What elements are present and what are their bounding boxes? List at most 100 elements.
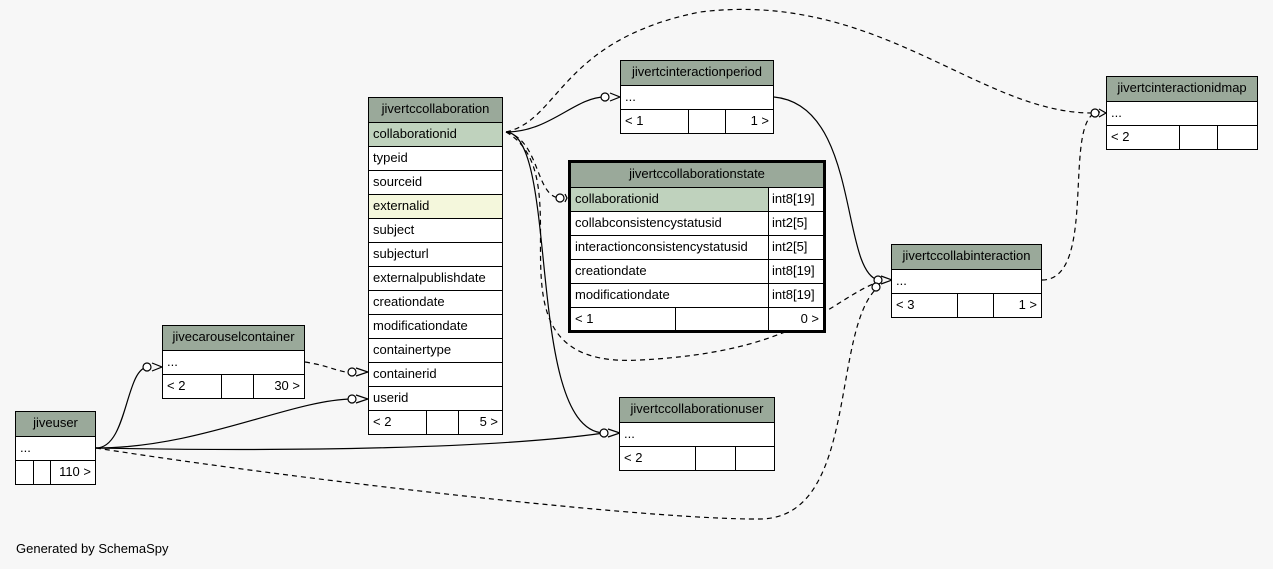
table-jivertccollabinteraction[interactable]: jivertccollabinteraction ... < 3 1 > — [891, 244, 1042, 318]
stat-columns — [221, 375, 253, 398]
column-row-containertype: containertype — [369, 338, 502, 362]
column-row-containerid: containerid — [369, 362, 502, 386]
column-row-sourceid: sourceid — [369, 170, 502, 194]
column-row-userid: userid — [369, 386, 502, 410]
column-row-externalid: externalid — [369, 194, 502, 218]
stat-columns — [695, 447, 735, 470]
column-name: sourceid — [373, 174, 423, 189]
edge-interactionperiod-collabinteraction — [773, 96, 879, 281]
stat-children — [735, 447, 774, 470]
table-jivertccollaborationstate[interactable]: jivertccollaborationstate collaborationi… — [568, 160, 826, 333]
column-type: int8[19] — [768, 284, 823, 307]
column-name: userid — [373, 390, 409, 405]
table-name: jivertcinteractionperiod — [631, 64, 763, 79]
table-name: jivecarouselcontainer — [172, 329, 295, 344]
edge-carousel-containerid — [304, 361, 353, 374]
table-jiveuser[interactable]: jiveuser ... 110 > — [15, 411, 96, 485]
edge-jiveuser-collabinteraction — [95, 286, 879, 520]
table-row: ... — [16, 436, 95, 460]
table-header: jivertccollabinteraction — [892, 245, 1041, 269]
column-name: subject — [373, 222, 415, 237]
column-name: ... — [896, 273, 907, 288]
column-type: int2[5] — [768, 212, 823, 235]
table-row: ... — [1107, 101, 1257, 125]
column-name: collabconsistencystatusid — [575, 215, 722, 230]
stat-columns — [688, 110, 725, 133]
column-name: containerid — [373, 366, 437, 381]
table-stats-row: < 1 0 > — [571, 307, 823, 331]
table-stats-row: < 2 — [1107, 125, 1257, 149]
edge-collab-interactionidmap — [505, 8, 1096, 133]
stat-children: 1 > — [993, 294, 1041, 317]
column-name: interactionconsistencystatusid — [575, 239, 748, 254]
edge-end-marker — [142, 362, 152, 372]
table-jivertcinteractionperiod[interactable]: jivertcinteractionperiod ... < 1 1 > — [620, 60, 774, 134]
column-row-typeid: typeid — [369, 146, 502, 170]
column-name: creationdate — [575, 263, 647, 278]
table-name: jivertccollaborationstate — [629, 166, 765, 181]
table-header: jivertccollaborationstate — [571, 163, 823, 187]
column-name: ... — [624, 426, 635, 441]
column-row-collaborationid: collaborationid int8[19] — [571, 187, 823, 211]
table-jivertcinteractionidmap[interactable]: jivertcinteractionidmap ... < 2 — [1106, 76, 1258, 150]
column-row-interactionconsistencystatusid: interactionconsistencystatusid int2[5] — [571, 235, 823, 259]
edge-collabinteraction-interactionidmap — [1041, 111, 1101, 281]
column-name: externalid — [373, 198, 430, 213]
column-type: int2[5] — [768, 236, 823, 259]
stat-parents: < 2 — [373, 414, 392, 429]
column-row-collaborationid: collaborationid — [369, 122, 502, 146]
column-type: int8[19] — [768, 260, 823, 283]
table-stats-row: 110 > — [16, 460, 95, 484]
column-name: collaborationid — [575, 191, 659, 206]
column-row-subject: subject — [369, 218, 502, 242]
stat-columns — [675, 308, 768, 331]
table-name: jivertccollaborationuser — [630, 401, 764, 416]
column-row-collabconsistencystatusid: collabconsistencystatusid int2[5] — [571, 211, 823, 235]
column-name: ... — [20, 440, 31, 455]
column-row-modificationdate: modificationdate int8[19] — [571, 283, 823, 307]
column-name: creationdate — [373, 294, 445, 309]
column-row-creationdate: creationdate int8[19] — [571, 259, 823, 283]
table-stats-row: < 2 5 > — [369, 410, 502, 434]
table-header: jivecarouselcontainer — [163, 326, 304, 350]
table-name: jiveuser — [33, 415, 78, 430]
table-header: jiveuser — [16, 412, 95, 436]
stat-parents: < 2 — [1111, 129, 1130, 144]
column-name: ... — [167, 354, 178, 369]
stat-parents: < 1 — [625, 113, 644, 128]
column-name: containertype — [373, 342, 452, 357]
table-name: jivertccollabinteraction — [902, 248, 1031, 263]
stat-columns — [1179, 126, 1217, 149]
edge-end-marker — [599, 428, 609, 438]
edge-end-marker — [347, 394, 357, 404]
table-jivertccollaboration[interactable]: jivertccollaboration collaborationid typ… — [368, 97, 503, 435]
table-stats-row: < 3 1 > — [892, 293, 1041, 317]
stat-children: 0 > — [768, 308, 823, 331]
edge-end-marker — [600, 92, 610, 102]
edge-jiveuser-collaboration-userid — [95, 398, 353, 449]
stat-columns — [957, 294, 993, 317]
column-name: ... — [625, 89, 636, 104]
generated-by-footer: Generated by SchemaSpy — [16, 541, 169, 556]
table-jivecarouselcontainer[interactable]: jivecarouselcontainer ... < 2 30 > — [162, 325, 305, 399]
stat-parents: < 2 — [624, 450, 643, 465]
edge-jiveuser-collaborationuser — [95, 432, 605, 451]
column-name: modificationdate — [373, 318, 468, 333]
column-name: ... — [1111, 105, 1122, 120]
table-stats-row: < 2 30 > — [163, 374, 304, 398]
table-jivertccollaborationuser[interactable]: jivertccollaborationuser ... < 2 — [619, 397, 775, 471]
table-header: jivertccollaborationuser — [620, 398, 774, 422]
stat-columns — [426, 411, 458, 434]
edge-end-marker — [555, 193, 565, 203]
edge-collab-collaborationuser — [505, 131, 605, 434]
stat-children: 1 > — [725, 110, 773, 133]
column-row-modificationdate: modificationdate — [369, 314, 502, 338]
table-stats-row: < 1 1 > — [621, 109, 773, 133]
stat-parents: < 1 — [575, 311, 594, 326]
table-row: ... — [163, 350, 304, 374]
column-row-externalpublishdate: externalpublishdate — [369, 266, 502, 290]
edge-end-marker — [871, 282, 881, 292]
column-name: collaborationid — [373, 126, 457, 141]
